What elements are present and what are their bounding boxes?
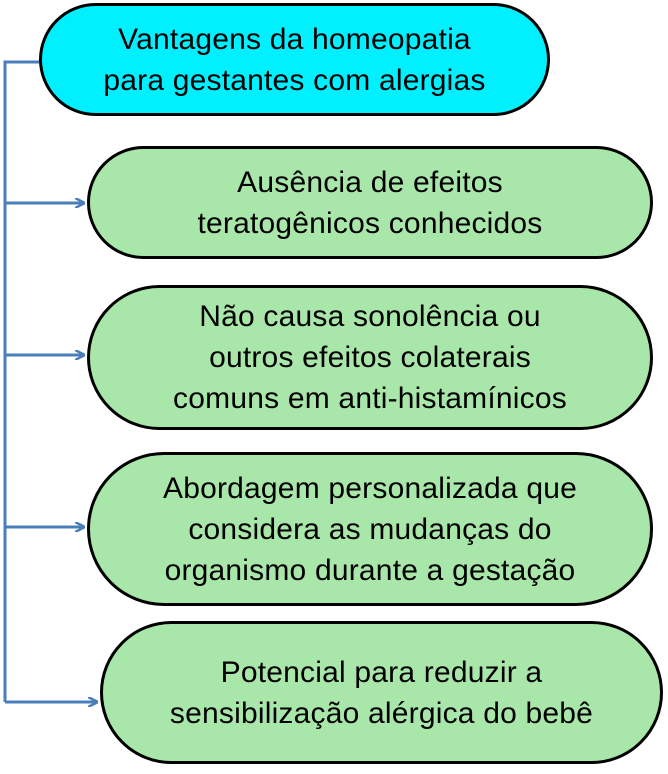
trunk-line — [3, 60, 39, 702]
